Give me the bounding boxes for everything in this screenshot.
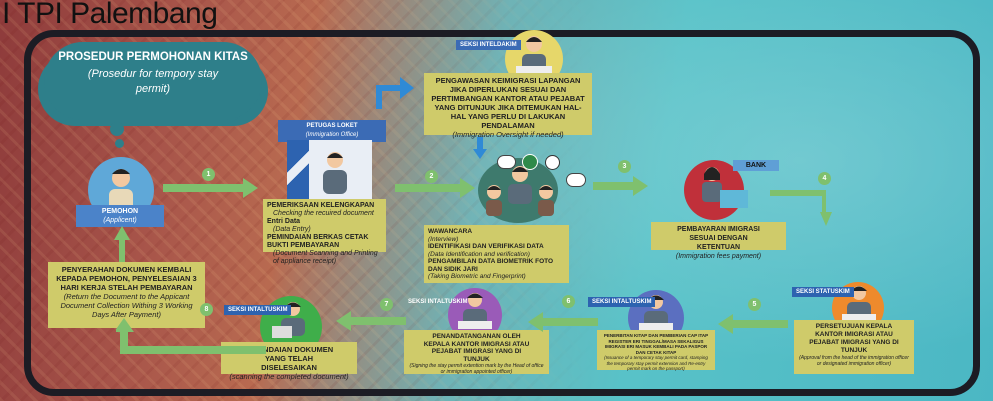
- scanning-tag: SEKSI INTALTUSKIM: [224, 305, 292, 315]
- oversight-en: (Immigration Oversight if needed): [452, 130, 564, 139]
- return-box: PENYERAHAN DOKUMEN KEMBALI KEPADA PEMOHO…: [48, 262, 205, 328]
- applicant-label: PEMOHON (Applicent): [76, 205, 164, 227]
- procedure-heading: PROSEDUR PERMOHONAN KITAS: [58, 51, 248, 63]
- oversight-text: PENGAWASAN KEIMIGRASI LAPANGAN JIKA DIPE…: [431, 76, 585, 130]
- approval-text: PERSETUJUAN KEPALA KANTOR IMIGRASI ATAU …: [809, 323, 899, 354]
- signing-officer-icon: [458, 293, 492, 329]
- interview-line-4: (Data Identification and verification): [428, 250, 530, 258]
- approval-box: PERSETUJUAN KEPALA KANTOR IMIGRASI ATAU …: [794, 320, 914, 374]
- issuance-text: PENERBITAN KITAP DAN PEMBERIAN CAP ITAP …: [603, 333, 709, 355]
- signing-box: PENANDATANGANAN OLEH KEPALA KANTOR IMIGR…: [404, 330, 549, 375]
- interview-group-icon: [486, 166, 554, 216]
- interview-line-3: IDENTIFIKASI DAN VERIFIKASI DATA: [428, 243, 544, 250]
- bank-en: (Immigration fees payment): [675, 253, 762, 260]
- scanning-officer-icon: [272, 302, 305, 338]
- bank-box: PEMBAYARAN IMIGRASI SESUAI DENGAN KETENT…: [651, 222, 786, 260]
- loket-item-2-id: Entri Data: [267, 218, 301, 225]
- signing-en: (Signing the stay permit extention mark …: [409, 363, 544, 375]
- applicant-label-en: (Applicent): [103, 217, 137, 224]
- chat-bubble-icon: [566, 173, 586, 187]
- procedure-heading-cloud: PROSEDUR PERMOHONAN KITAS (Prosedur for …: [44, 42, 262, 120]
- interview-line-5: PENGAMBILAN DATA BIOMETRIK FOTO DAN SIDI…: [428, 258, 554, 273]
- applicant-label-id: PEMOHON: [101, 208, 139, 215]
- step-number: 5: [748, 298, 761, 311]
- loket-item-1-en: Checking the recuired document: [273, 210, 374, 217]
- flow-arrow-5: [718, 314, 788, 334]
- loket-item-3-id: PEMINDAIAN BERKAS CETAK BUKTI PEMBAYARAN: [267, 234, 369, 249]
- blue-elbow-arrow: [376, 77, 414, 109]
- cloud-dot: [115, 139, 124, 148]
- cloud-dot: [110, 122, 124, 136]
- scanning-text: PEMINDAIAN DOKUMEN YANG TELAH DISELESAIK…: [244, 345, 334, 372]
- step-number: 3: [618, 160, 631, 173]
- return-en: (Return the Document to the Appicant Doc…: [60, 292, 193, 319]
- return-text: PENYERAHAN DOKUMEN KEMBALI KEPADA PEMOHO…: [56, 265, 197, 292]
- issuance-officer-icon: [639, 295, 673, 331]
- step-number: 7: [380, 298, 393, 311]
- scanning-en: (scanning the completed document): [229, 372, 349, 381]
- interview-line-6: (Taking Biometric and Fingerprint): [428, 273, 526, 280]
- flow-arrow-7: [336, 311, 406, 331]
- loket-officer-icon: [323, 152, 347, 194]
- step-number: 2: [425, 170, 438, 183]
- approval-officer-icon: [842, 286, 876, 322]
- flow-arrow-4: [770, 190, 832, 226]
- flow-arrow-applicant-up: [114, 226, 130, 262]
- loket-label: PETUGAS LOKET (Immigration Office): [278, 120, 386, 142]
- globe-icon: [545, 155, 560, 170]
- issuance-tag: SEKSI INTALTUSKIM: [588, 297, 656, 307]
- bank-tag: BANK: [733, 160, 779, 171]
- camera-icon: [522, 154, 538, 170]
- oversight-officer-icon: [516, 36, 552, 74]
- bank-teller-icon: [702, 167, 748, 208]
- signing-text: PENANDATANGANAN OLEH KEPALA KANTOR IMIGR…: [423, 333, 530, 363]
- issuance-en: (Issuance of a temporary stay permit car…: [604, 355, 708, 371]
- oversight-tag: SEKSI INTELDAKIM: [456, 40, 521, 50]
- step-number: 1: [202, 168, 215, 181]
- blue-down-arrow: [473, 137, 487, 159]
- issuance-box: PENERBITAN KITAP DAN PEMBERIAN CAP ITAP …: [597, 330, 715, 371]
- oversight-box: PENGAWASAN KEIMIGRASI LAPANGAN JIKA DIPE…: [424, 73, 592, 139]
- interview-chat-icon: [497, 155, 516, 169]
- approval-en: (Approval from the head of the immigrati…: [799, 355, 909, 367]
- loket-label-id: PETUGAS LOKET: [306, 123, 358, 129]
- interview-box: WAWANCARA (Interview) IDENTIFIKASI DAN V…: [424, 225, 569, 283]
- step-number: 6: [562, 295, 575, 308]
- step-number: 4: [818, 172, 831, 185]
- interview-line-1: WAWANCARA: [428, 228, 473, 235]
- bank-text: PEMBAYARAN IMIGRASI SESUAI DENGAN KETENT…: [677, 226, 760, 251]
- step-number: 8: [200, 303, 213, 316]
- loket-label-en: (Immigration Office): [305, 132, 359, 138]
- loket-box: PEMERIKSAAN KELENGKAPAN Checking the rec…: [263, 199, 386, 265]
- procedure-subheading: (Prosedur for tempory stay permit): [87, 68, 219, 95]
- flow-arrow-1: [163, 178, 258, 198]
- flow-arrow-6: [528, 312, 598, 332]
- flow-arrow-3: [593, 176, 648, 196]
- loket-officer-panel: [287, 140, 372, 200]
- interview-line-2: (Interview): [428, 235, 459, 243]
- flow-arrow-2: [395, 178, 475, 198]
- loket-item-3-en: (Document Scanning and Printing of appli…: [273, 250, 378, 265]
- diagram-frame: [24, 30, 980, 396]
- loket-item-2-en: (Data Entry): [273, 226, 311, 233]
- page-title: I TPI Palembang: [2, 0, 218, 30]
- approval-tag: SEKSI STATUSKIM: [792, 287, 854, 297]
- loket-item-1-id: PEMERIKSAAN KELENGKAPAN: [267, 202, 375, 209]
- loket-stripe: [287, 140, 309, 200]
- signing-tag: SEKSI INTALTUSKIM: [408, 299, 468, 305]
- flow-arrow-8: [116, 318, 266, 354]
